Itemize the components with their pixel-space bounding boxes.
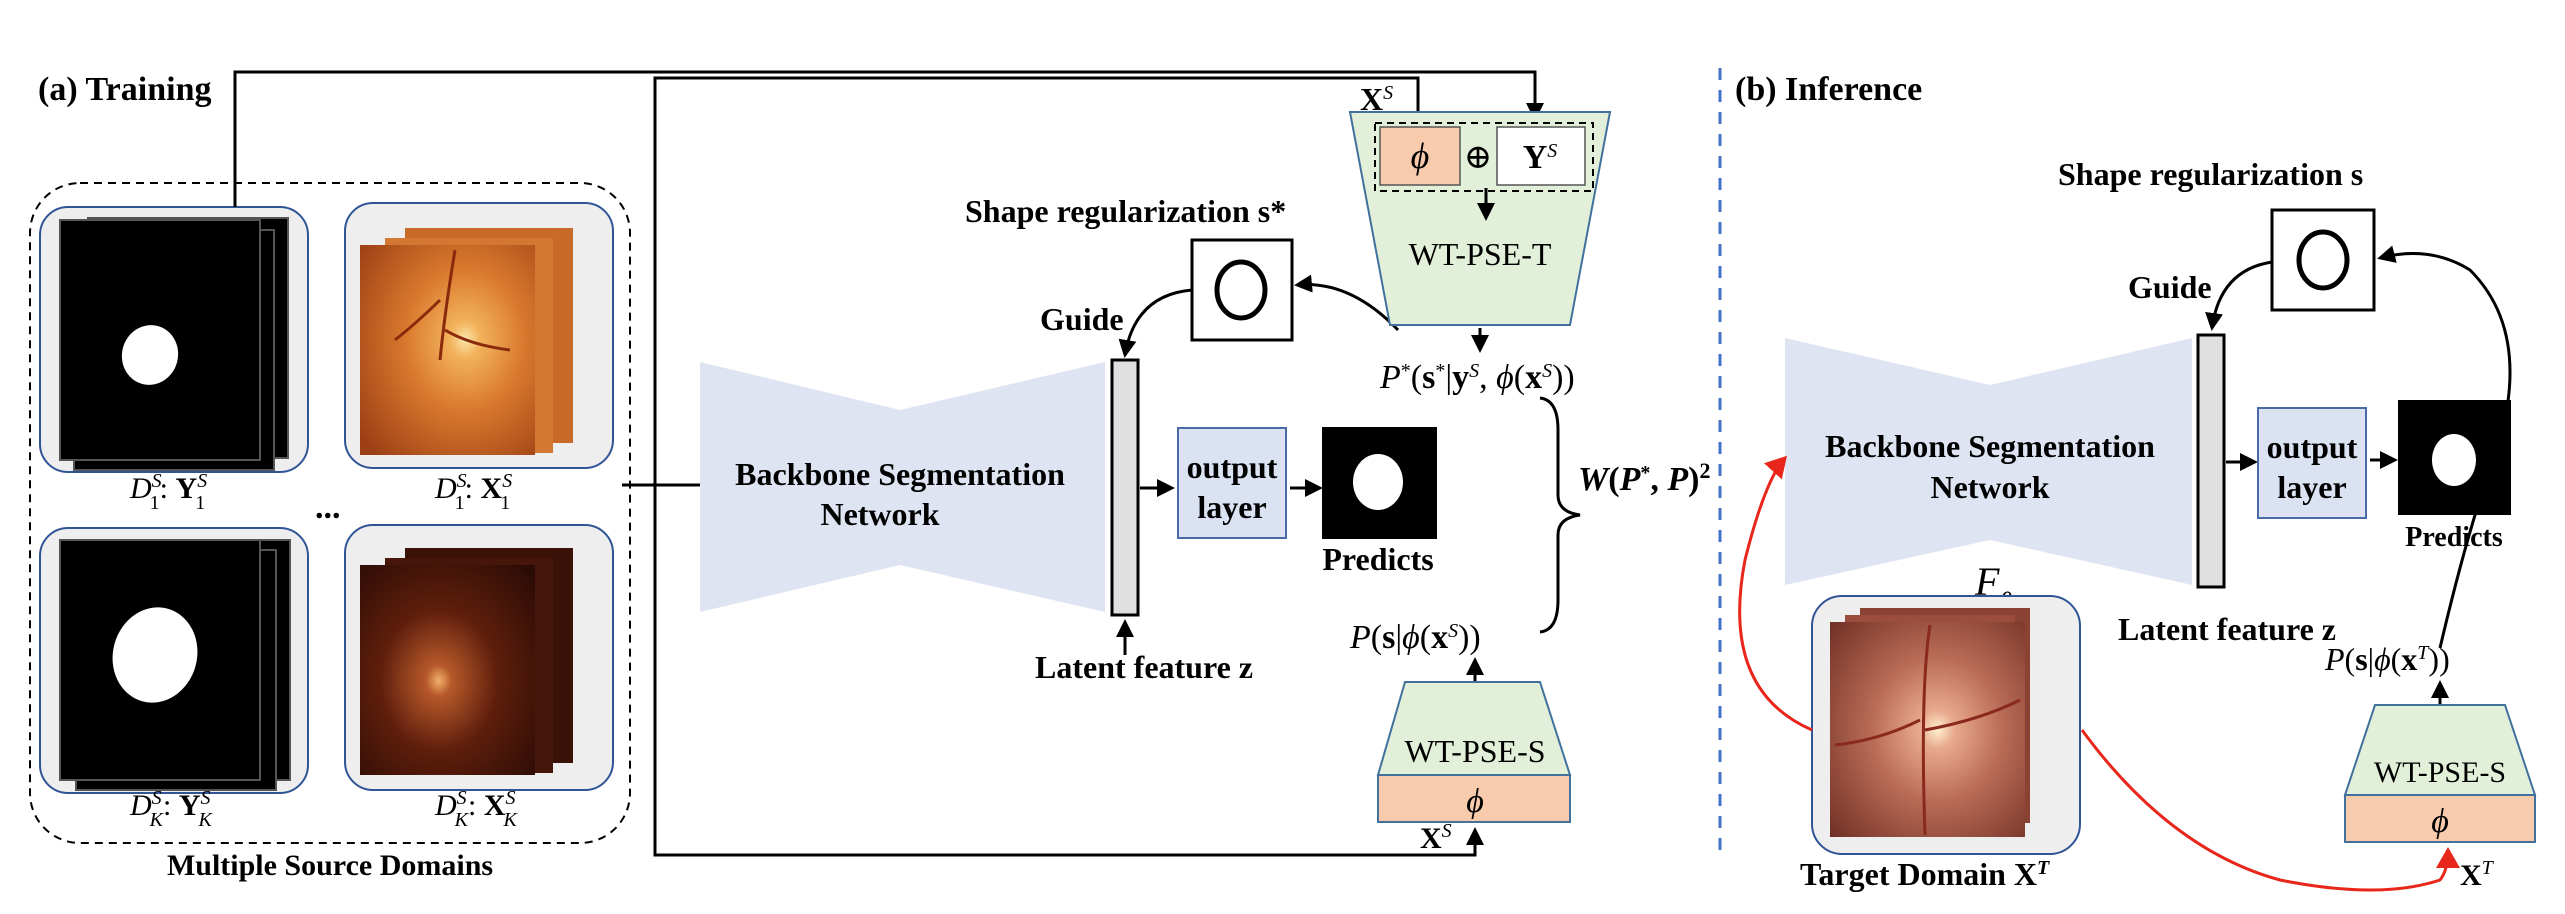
inference-ps-to-shape-arrow <box>2377 245 2512 649</box>
training-pse-s-label: WT-PSE-S <box>1404 733 1545 769</box>
inference-backbone <box>1785 338 2192 585</box>
pse-t-phi-box <box>1379 126 1461 186</box>
training-xs-bottom-label: XS <box>1420 820 1452 855</box>
domainK-image-stack <box>344 524 614 791</box>
domainK-mask-stack <box>39 527 309 794</box>
training-title: (a) Training <box>38 71 212 108</box>
target-domain-image-stack <box>1811 595 2081 855</box>
pse-t-phi-symbol: ϕ <box>1411 136 1430 176</box>
domain1-mask-stack <box>39 206 309 473</box>
training-shape-reg-label: Shape regularization s* <box>965 193 1286 229</box>
pse-t-input-group <box>1374 122 1594 192</box>
training-backbone-label-2: Network <box>820 496 939 532</box>
inference-backbone-label-1: Backbone Segmentation <box>1825 428 2155 464</box>
training-ps-label: P(s|ϕ(xS)) <box>1349 619 1481 656</box>
inference-predicts-label: Predicts <box>2405 522 2503 553</box>
wasserstein-label: W(P*, P)2 <box>1578 458 1710 499</box>
inference-shape-reg-label: Shape regularization s <box>2058 156 2363 192</box>
inference-pse-s-phi-symbol: ϕ <box>2431 803 2449 840</box>
inference-pse-s-label: WT-PSE-S <box>2374 756 2506 789</box>
target-to-backbone-arrow <box>1738 455 1813 732</box>
wasserstein-brace <box>1539 396 1581 634</box>
inference-guide-arrow <box>2205 260 2273 331</box>
inference-title: (b) Inference <box>1735 71 1922 108</box>
training-guide-label: Guide <box>1040 301 1124 337</box>
training-shape-prior-box <box>1190 238 1294 342</box>
inference-output-label-2: layer <box>2277 469 2346 505</box>
inference-output-label-1: output <box>2267 429 2358 465</box>
training-output-label-1: output <box>1187 449 1278 485</box>
source-image-loop-arrow <box>653 76 1484 857</box>
inference-prediction-disc <box>2432 434 2476 486</box>
inference-latent-bar <box>2196 333 2226 589</box>
domains-ellipsis: ... <box>315 489 341 526</box>
mask-to-ys-arrow <box>233 70 1544 207</box>
inference-latent-label: Latent feature z <box>2118 611 2336 647</box>
pstar-to-shape-arrow <box>1294 274 1400 332</box>
inference-output-layer <box>2257 407 2367 519</box>
training-output-layer <box>1177 427 1287 539</box>
pse-t-ys-box <box>1496 126 1586 186</box>
training-output-label-2: layer <box>1197 489 1266 525</box>
training-guide-arrow <box>1118 288 1193 358</box>
inference-guide-label: Guide <box>2128 269 2212 305</box>
domains-caption: Multiple Source Domains <box>167 849 493 882</box>
inference-backbone-label-2: Network <box>1930 469 2049 505</box>
inference-shape-prior-ring <box>2296 229 2350 291</box>
training-pse-s-phi-symbol: ϕ <box>1466 783 1484 820</box>
pse-t-ys-label: YS <box>1523 139 1558 176</box>
training-shape-prior-ring <box>1214 259 1268 321</box>
training-pstar-label: P*(s*|yS, ϕ(xS)) <box>1379 359 1575 396</box>
target-domain-label: Target Domain XT <box>1800 856 2050 892</box>
training-predicts-label: Predicts <box>1322 541 1433 577</box>
inference-pt-label: P(s|ϕ(xT)) <box>2324 641 2450 677</box>
source-domains-container <box>29 182 631 844</box>
training-latent-bar <box>1110 358 1140 617</box>
training-xs-top-label: XS <box>1360 81 1393 117</box>
training-latent-label: Latent feature z <box>1035 649 1253 685</box>
training-backbone <box>700 362 1105 612</box>
inference-xt-label: XT <box>2460 857 2495 892</box>
training-pse-s-phi <box>1377 774 1571 823</box>
pse-t-label: WT-PSE-T <box>1409 236 1552 272</box>
training-prediction-disc <box>1353 454 1403 510</box>
pse-t-oplus: ⊕ <box>1464 139 1493 176</box>
training-backbone-label-1: Backbone Segmentation <box>735 456 1065 492</box>
inference-shape-prior-box <box>2270 208 2376 312</box>
inference-pse-s-phi <box>2344 794 2536 843</box>
target-to-pse-arrow <box>2080 729 2460 892</box>
domain1-image-stack <box>344 202 614 469</box>
